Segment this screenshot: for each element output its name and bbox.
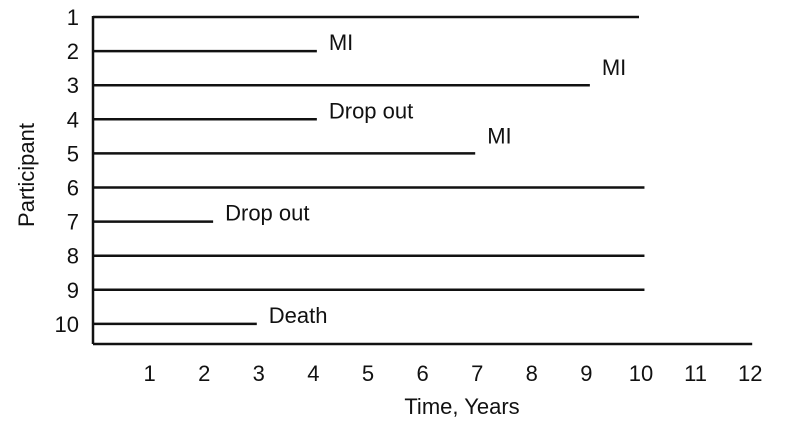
y-tick-label: 2	[67, 39, 79, 64]
y-tick-label: 8	[67, 244, 79, 269]
y-axis-title: Participant	[14, 123, 39, 227]
event-label: MI	[329, 30, 353, 55]
x-tick-label: 11	[684, 361, 707, 386]
y-tick-label: 10	[55, 312, 79, 337]
participant-lines	[93, 15, 645, 326]
y-tick-label: 4	[67, 107, 79, 132]
y-tick-labels: 1 2 3 4 5 6 7 8 9 10	[55, 5, 79, 337]
y-tick-label: 1	[67, 5, 79, 30]
x-tick-label: 2	[198, 361, 210, 386]
event-label: MI	[487, 123, 511, 148]
y-tick-label: 3	[67, 73, 79, 98]
x-tick-label: 6	[416, 361, 428, 386]
y-tick-label: 9	[67, 278, 79, 303]
event-label: Drop out	[225, 201, 309, 226]
x-axis-title: Time, Years	[404, 394, 519, 419]
y-tick-label: 6	[67, 176, 79, 201]
x-tick-label: 12	[738, 361, 762, 386]
x-tick-label: 4	[307, 361, 319, 386]
event-label: Death	[269, 303, 328, 328]
x-tick-label: 3	[253, 361, 265, 386]
x-tick-label: 9	[580, 361, 592, 386]
x-tick-label: 10	[629, 361, 653, 386]
x-tick-label: 5	[362, 361, 374, 386]
event-label: Drop out	[329, 98, 413, 123]
y-tick-label: 5	[67, 141, 79, 166]
x-tick-label: 7	[471, 361, 483, 386]
axes	[91, 16, 753, 346]
x-tick-label: 8	[526, 361, 538, 386]
x-tick-label: 1	[143, 361, 155, 386]
y-tick-label: 7	[67, 210, 79, 235]
event-label: MI	[602, 55, 626, 80]
